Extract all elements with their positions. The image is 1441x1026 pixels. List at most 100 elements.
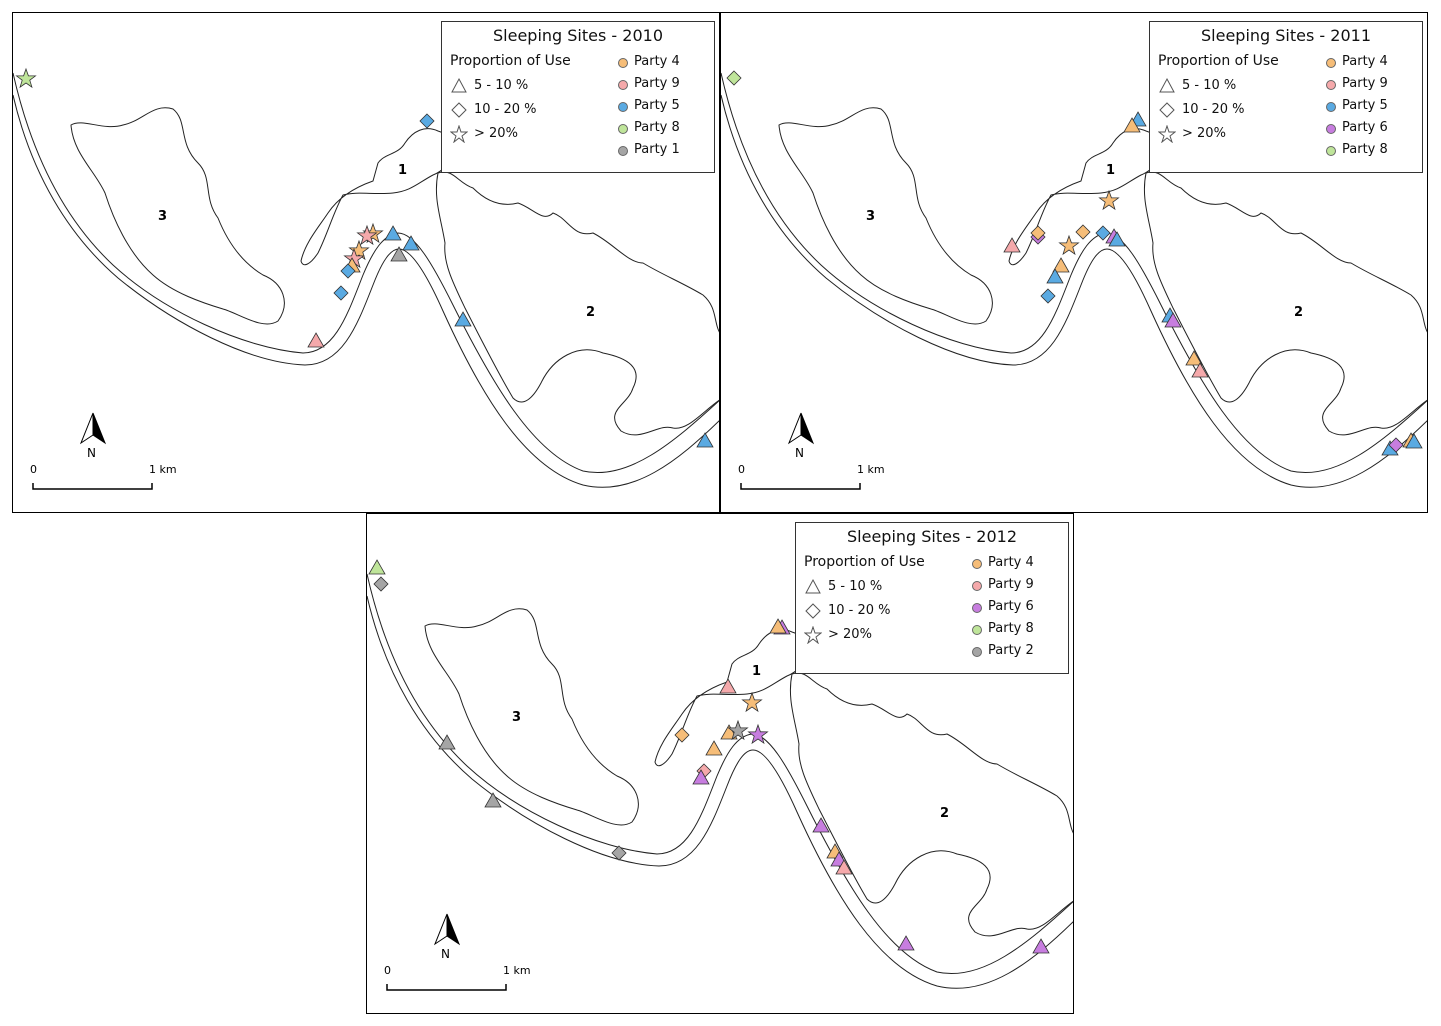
star-icon <box>449 124 469 144</box>
legend-title: Sleeping Sites - 2010 <box>493 26 663 45</box>
site-marker-party-4-diamond <box>1075 224 1091 240</box>
site-marker-party-6-triangle <box>1032 938 1050 954</box>
scale-bar <box>32 483 153 490</box>
legend: Sleeping Sites - 2012 Proportion of Use 5… <box>795 522 1069 674</box>
party-color-swatch <box>618 58 628 68</box>
site-marker-party-9-triangle <box>719 678 737 694</box>
party-label: Party 1 <box>634 142 680 157</box>
party-label: Party 8 <box>988 621 1034 636</box>
category-label: > 20% <box>828 627 872 642</box>
party-color-swatch <box>972 581 982 591</box>
region-1-outline <box>1008 128 1164 266</box>
site-marker-party-6-diamond <box>1388 437 1404 453</box>
site-marker-party-2-star <box>727 719 749 741</box>
site-marker-party-5-diamond <box>419 113 435 129</box>
region-label-3: 3 <box>512 710 522 725</box>
scale-bar <box>740 483 861 490</box>
star-icon <box>803 625 823 645</box>
region-label-1: 1 <box>398 163 408 178</box>
region-3-outline <box>778 107 993 325</box>
north-label: N <box>87 446 96 460</box>
party-color-swatch <box>1326 102 1336 112</box>
site-marker-party-6-star <box>747 723 769 745</box>
legend-title: Sleeping Sites - 2012 <box>847 527 1017 546</box>
region-3-outline <box>70 107 285 325</box>
north-arrow-icon <box>433 913 461 946</box>
party-label: Party 9 <box>1342 76 1388 91</box>
triangle-icon <box>804 578 822 596</box>
legend-title: Sleeping Sites - 2011 <box>1201 26 1371 45</box>
site-marker-party-4-triangle <box>1185 350 1203 366</box>
region-label-3: 3 <box>866 209 876 224</box>
party-color-swatch <box>1326 58 1336 68</box>
scale-end-label: 1 km <box>857 463 885 476</box>
map-canvas <box>13 67 719 490</box>
site-marker-party-2-diamond <box>373 576 389 592</box>
party-label: Party 2 <box>988 643 1034 658</box>
party-label: Party 9 <box>988 577 1034 592</box>
map-canvas <box>721 70 1427 490</box>
road-edge-upper <box>13 72 719 473</box>
category-label: 5 - 10 % <box>828 579 883 594</box>
category-label: 10 - 20 % <box>474 102 537 117</box>
proportion-of-use-heading: Proportion of Use <box>804 554 925 570</box>
scale-end-label: 1 km <box>503 964 531 977</box>
party-color-swatch <box>1326 80 1336 90</box>
party-label: Party 6 <box>988 599 1034 614</box>
party-color-swatch <box>1326 146 1336 156</box>
site-marker-party-9-triangle <box>307 332 325 348</box>
region-1-outline <box>300 128 456 266</box>
site-marker-party-4-diamond <box>674 727 690 743</box>
road-edge-upper <box>721 72 1427 473</box>
category-label: 5 - 10 % <box>1182 78 1237 93</box>
region-label-2: 2 <box>586 305 596 320</box>
party-label: Party 6 <box>1342 120 1388 135</box>
north-label: N <box>441 947 450 961</box>
category-label: 10 - 20 % <box>828 603 891 618</box>
region-label-1: 1 <box>752 664 762 679</box>
region-label-2: 2 <box>1294 305 1304 320</box>
north-arrow-icon <box>787 412 815 445</box>
road-edge-upper <box>367 573 1073 974</box>
site-marker-party-4-star <box>348 239 370 261</box>
site-marker-party-5-triangle <box>402 235 420 251</box>
star-icon <box>1157 124 1177 144</box>
site-marker-party-5-diamond <box>333 285 349 301</box>
site-marker-party-5-diamond <box>340 263 356 279</box>
party-color-swatch <box>972 647 982 657</box>
diamond-icon <box>804 602 822 620</box>
region-label-2: 2 <box>940 806 950 821</box>
site-marker-party-2-triangle <box>484 792 502 808</box>
site-marker-party-4-triangle <box>705 740 723 756</box>
site-marker-party-9-triangle <box>1003 237 1021 253</box>
diamond-icon <box>450 101 468 119</box>
map-canvas <box>367 559 1073 991</box>
site-marker-party-6-triangle <box>812 817 830 833</box>
scale-start-label: 0 <box>384 964 391 977</box>
party-color-swatch <box>618 102 628 112</box>
site-marker-party-4-triangle <box>769 618 787 634</box>
site-marker-party-9-triangle <box>835 859 853 875</box>
party-label: Party 4 <box>1342 54 1388 69</box>
region-label-3: 3 <box>158 209 168 224</box>
scale-end-label: 1 km <box>149 463 177 476</box>
site-marker-party-4-star <box>1098 189 1120 211</box>
site-marker-party-9-star <box>356 224 378 246</box>
site-marker-party-4-diamond <box>1030 225 1046 241</box>
party-label: Party 4 <box>634 54 680 69</box>
road-edge-lower <box>721 94 1427 488</box>
party-label: Party 8 <box>1342 142 1388 157</box>
site-marker-party-2-diamond <box>611 845 627 861</box>
party-label: Party 8 <box>634 120 680 135</box>
north-arrow-icon <box>79 412 107 445</box>
site-marker-party-9-triangle <box>1191 362 1209 378</box>
site-marker-party-5-triangle <box>384 225 402 241</box>
site-marker-party-2-triangle <box>438 734 456 750</box>
party-label: Party 5 <box>634 98 680 113</box>
triangle-icon <box>450 77 468 95</box>
